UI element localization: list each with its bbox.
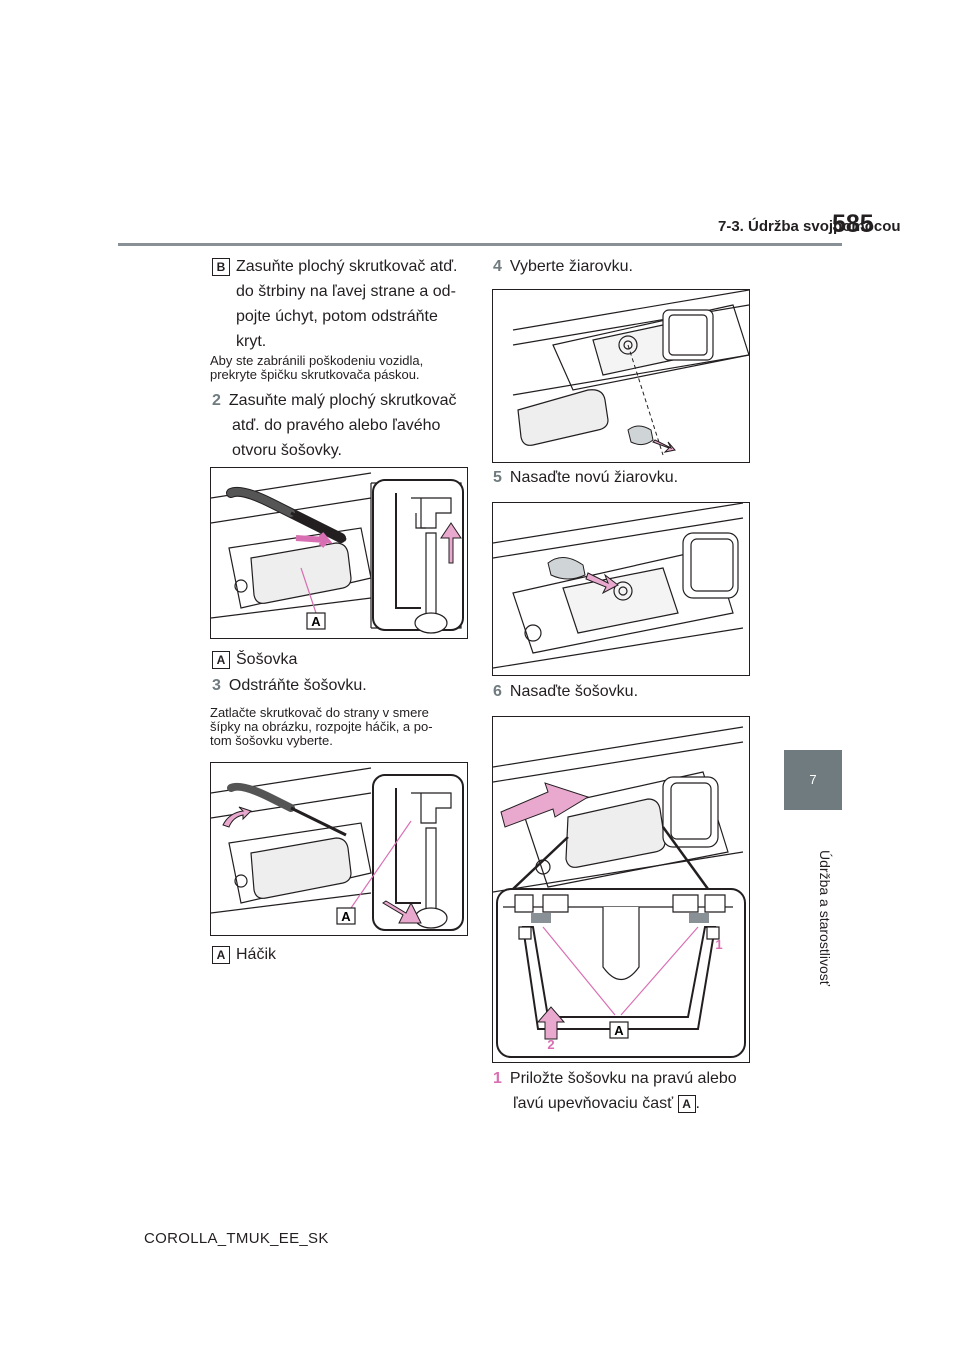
- legend-1-text: Šošovka: [236, 651, 298, 668]
- step-1-period: .: [695, 1095, 700, 1112]
- figure-hook-release: A: [210, 762, 468, 936]
- step-2-line-2: atď. do pravého alebo ľavého: [232, 417, 441, 434]
- fig5-callout-2: 2: [547, 1037, 554, 1052]
- legend-2-text: Háčik: [236, 946, 277, 963]
- step-1-number: 1: [493, 1070, 502, 1087]
- b-note: Aby ste zabránili poškodeniu vozidla, pr…: [210, 354, 480, 382]
- step-4-block: 4 Vyberte žiarovku.: [493, 254, 763, 279]
- step-3-note-line-3: tom šošovku vyberte.: [210, 733, 333, 748]
- step-4-number: 4: [493, 258, 502, 275]
- step-1-line-1: Priložte šošovku na pravú alebo: [509, 1070, 737, 1087]
- header-rule: [118, 243, 842, 246]
- step-1-line-2: ľavú upevňovaciu časť: [513, 1095, 674, 1112]
- section-title: 7-3. Údržba svojpomocou: [718, 218, 901, 235]
- step-2-block: 2 Zasuňte malý plochý skrutkovač atď. do …: [212, 388, 482, 463]
- figure-install-lens: A 1 2: [492, 716, 750, 1063]
- step-2-line-1: Zasuňte malý plochý skrutkovač: [228, 392, 457, 409]
- step-1-block: 1 Priložte šošovku na pravú alebo ľavú up…: [493, 1066, 773, 1116]
- step-3-note-line-2: šípky na obrázku, rozpojte háčik, a po-: [210, 719, 433, 734]
- step-3-number: 3: [212, 677, 221, 694]
- step-6-number: 6: [493, 683, 502, 700]
- legend-1-label: A: [212, 650, 230, 669]
- figure-lens-screwdriver: A: [210, 467, 468, 639]
- step-3-note-line-1: Zatlačte skrutkovač do strany v smere: [210, 705, 429, 720]
- step-b-block: B Zasuňte plochý skrutkovač atď. do štrbi…: [212, 254, 482, 354]
- step-4-text: Vyberte žiarovku.: [509, 258, 633, 275]
- chapter-tab[interactable]: 7: [784, 750, 842, 810]
- step-5-text: Nasaďte novú žiarovku.: [509, 469, 679, 486]
- figure-remove-bulb: [492, 289, 750, 463]
- figure-install-bulb: [492, 502, 750, 676]
- chapter-side-label: Údržba a starostlivosť: [800, 830, 840, 1010]
- fig5-callout-1: 1: [715, 937, 722, 952]
- step-3-note: Zatlačte skrutkovač do strany v smere ší…: [210, 706, 480, 748]
- b-line-4: kryt.: [236, 333, 267, 350]
- fig2-callout-a: A: [341, 909, 351, 924]
- b-line-1: Zasuňte plochý skrutkovač atď.: [236, 258, 458, 275]
- step-3-text: Odstráňte šošovku.: [228, 677, 367, 694]
- step-2-number: 2: [212, 392, 221, 409]
- label-b: B: [212, 257, 230, 276]
- step-6-text: Nasaďte šošovku.: [509, 683, 639, 700]
- step-5-block: 5 Nasaďte novú žiarovku.: [493, 465, 763, 490]
- b-note-line-1: Aby ste zabránili poškodeniu vozidla,: [210, 353, 424, 368]
- fig1-callout-a: A: [311, 614, 321, 629]
- legend-2: A Háčik: [212, 942, 482, 967]
- legend-1: A Šošovka: [212, 647, 482, 672]
- fig5-callout-a: A: [614, 1023, 624, 1038]
- b-line-3: pojte úchyt, potom odstráňte: [236, 308, 438, 325]
- page-number: 585: [832, 210, 874, 238]
- b-line-2: do štrbiny na ľavej strane a od-: [236, 283, 456, 300]
- legend-2-label: A: [212, 945, 230, 964]
- document-code: COROLLA_TMUK_EE_SK: [144, 1230, 329, 1247]
- step-5-number: 5: [493, 469, 502, 486]
- step-1-label-a: A: [677, 1094, 696, 1113]
- step-6-block: 6 Nasaďte šošovku.: [493, 679, 763, 704]
- step-3-block: 3 Odstráňte šošovku.: [212, 673, 482, 698]
- step-2-line-3: otvoru šošovky.: [232, 442, 342, 459]
- chapter-title: Údržba a starostlivosť: [817, 850, 833, 986]
- b-note-line-2: prekryte špičku skrutkovača páskou.: [210, 367, 420, 382]
